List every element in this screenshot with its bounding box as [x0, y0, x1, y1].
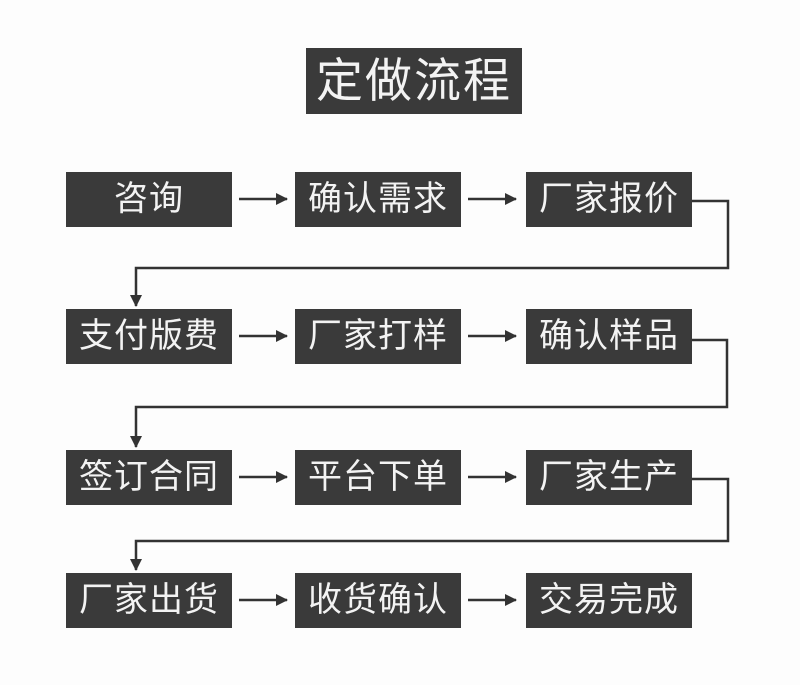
- step-transaction-complete: 交易完成: [526, 573, 692, 628]
- step-platform-order: 平台下单: [295, 450, 461, 505]
- step-factory-shipment: 厂家出货: [66, 573, 232, 628]
- step-receipt-confirmation: 收货确认: [295, 573, 461, 628]
- step-confirm-requirements: 确认需求: [295, 172, 461, 227]
- step-pay-plate-fee: 支付版费: [66, 309, 232, 364]
- step-consultation: 咨询: [66, 172, 232, 227]
- step-confirm-sample: 确认样品: [526, 309, 692, 364]
- step-factory-production: 厂家生产: [526, 450, 692, 505]
- step-sign-contract: 签订合同: [66, 450, 232, 505]
- page-title: 定做流程: [306, 48, 522, 114]
- step-factory-quote: 厂家报价: [526, 172, 692, 227]
- step-factory-sampling: 厂家打样: [295, 309, 461, 364]
